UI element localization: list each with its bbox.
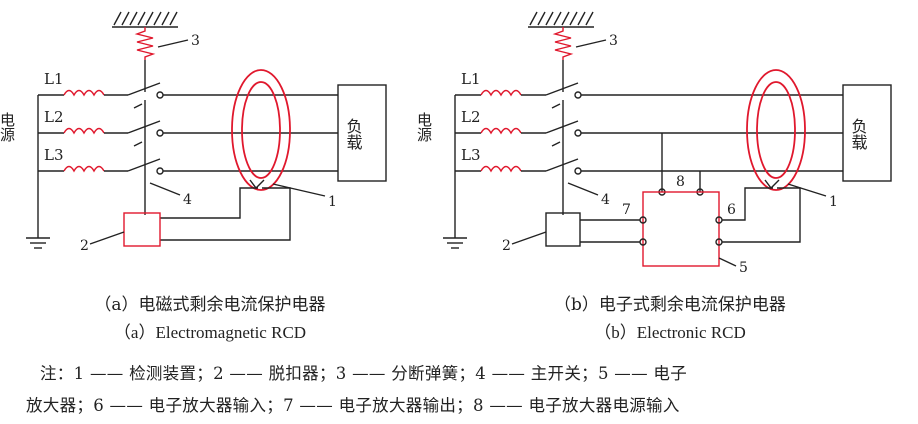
caption-en-b: （b）Electronic RCD [594, 323, 746, 342]
diagram-a [26, 11, 387, 249]
load-label-b: 负载 [849, 118, 868, 151]
line-label-l3-a: L3 [44, 146, 64, 164]
coil-l1-icon [480, 89, 522, 97]
line-label-l2-b: L2 [461, 108, 481, 126]
marker-1-a: 1 [328, 194, 337, 210]
line-label-l1-b: L1 [461, 70, 481, 88]
electronic-amplifier-box [642, 191, 720, 267]
load-box [842, 84, 892, 182]
coil-l2-icon [480, 127, 522, 135]
coil-l1-icon [63, 89, 105, 97]
earth-ground-icon [26, 237, 50, 249]
main-switch-icon [545, 82, 582, 175]
ground-hatch-icon [112, 11, 178, 28]
legend-note-line-2: 放大器；6 —— 电子放大器输入；7 —— 电子放大器输出；8 —— 电子放大器… [26, 396, 680, 415]
line-label-l3-b: L3 [461, 146, 481, 164]
marker-2-b: 2 [502, 238, 511, 254]
caption-cn-b: （b）电子式剩余电流保护电器 [554, 295, 786, 315]
ground-hatch-icon [528, 11, 594, 28]
trip-unit-box [123, 212, 161, 247]
line-label-l1-a: L1 [44, 70, 64, 88]
marker-1-b: 1 [829, 194, 838, 210]
current-transformer-icon [231, 69, 291, 191]
spring-icon [552, 27, 574, 60]
coil-l2-icon [63, 127, 105, 135]
marker-8-b: 8 [676, 174, 685, 190]
marker-6-b: 6 [727, 202, 736, 218]
source-label-b: 电源 [415, 112, 433, 142]
marker-4-b: 4 [601, 192, 610, 208]
marker-3-b: 3 [609, 33, 618, 49]
coil-l3-icon [480, 165, 522, 173]
marker-2-a: 2 [80, 238, 89, 254]
marker-4-a: 4 [183, 192, 192, 208]
marker-3-a: 3 [191, 33, 200, 49]
coil-l3-icon [63, 165, 105, 173]
legend-note-line-1: 注：1 —— 检测装置；2 —— 脱扣器；3 —— 分断弹簧；4 —— 主开关；… [40, 364, 688, 383]
caption-cn-a: （a）电磁式剩余电流保护电器 [94, 295, 326, 315]
source-label-a: 电源 [0, 112, 16, 142]
diagram-b [443, 11, 892, 267]
line-label-l2-a: L2 [44, 108, 64, 126]
spring-icon [134, 27, 156, 60]
earth-ground-icon [443, 237, 467, 249]
caption-en-a: （a）Electromagnetic RCD [113, 323, 307, 342]
trip-unit-box [545, 212, 581, 247]
load-label-a: 负载 [344, 118, 363, 151]
current-transformer-icon [746, 69, 806, 191]
marker-7-b: 7 [622, 202, 631, 218]
marker-5-b: 5 [739, 260, 748, 276]
main-switch-icon [127, 82, 164, 175]
load-box [337, 84, 387, 182]
